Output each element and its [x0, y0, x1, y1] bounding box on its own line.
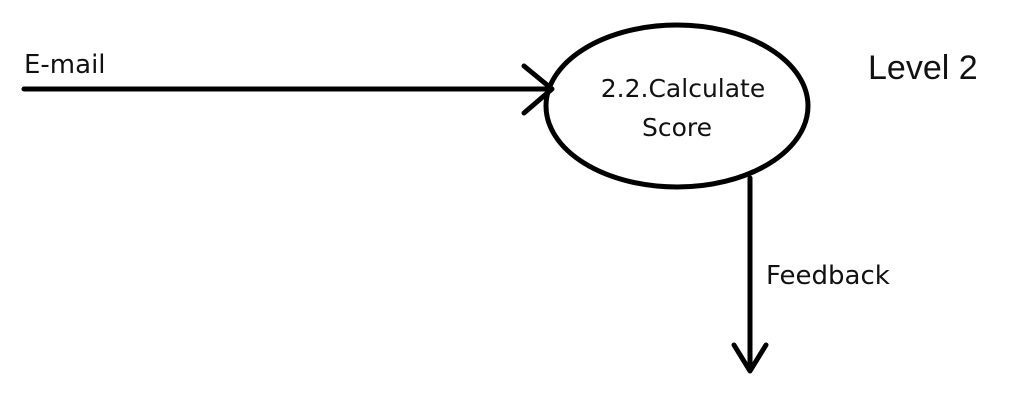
email-flow: E-mail	[21, 50, 555, 116]
email-flow-arrowhead	[521, 63, 555, 116]
feedback-flow-arrowhead	[731, 342, 769, 374]
process-calculate-score: 2.2.Calculate Score	[543, 22, 811, 190]
process-label-line-2: Score	[642, 113, 712, 142]
level-label: Level 2	[868, 49, 978, 87]
process-label-line-1: 2.2.Calculate	[601, 74, 765, 103]
process-ellipse	[543, 22, 811, 190]
email-flow-label: E-mail	[24, 50, 106, 80]
feedback-flow: Feedback	[731, 175, 890, 374]
feedback-flow-label: Feedback	[766, 261, 890, 291]
